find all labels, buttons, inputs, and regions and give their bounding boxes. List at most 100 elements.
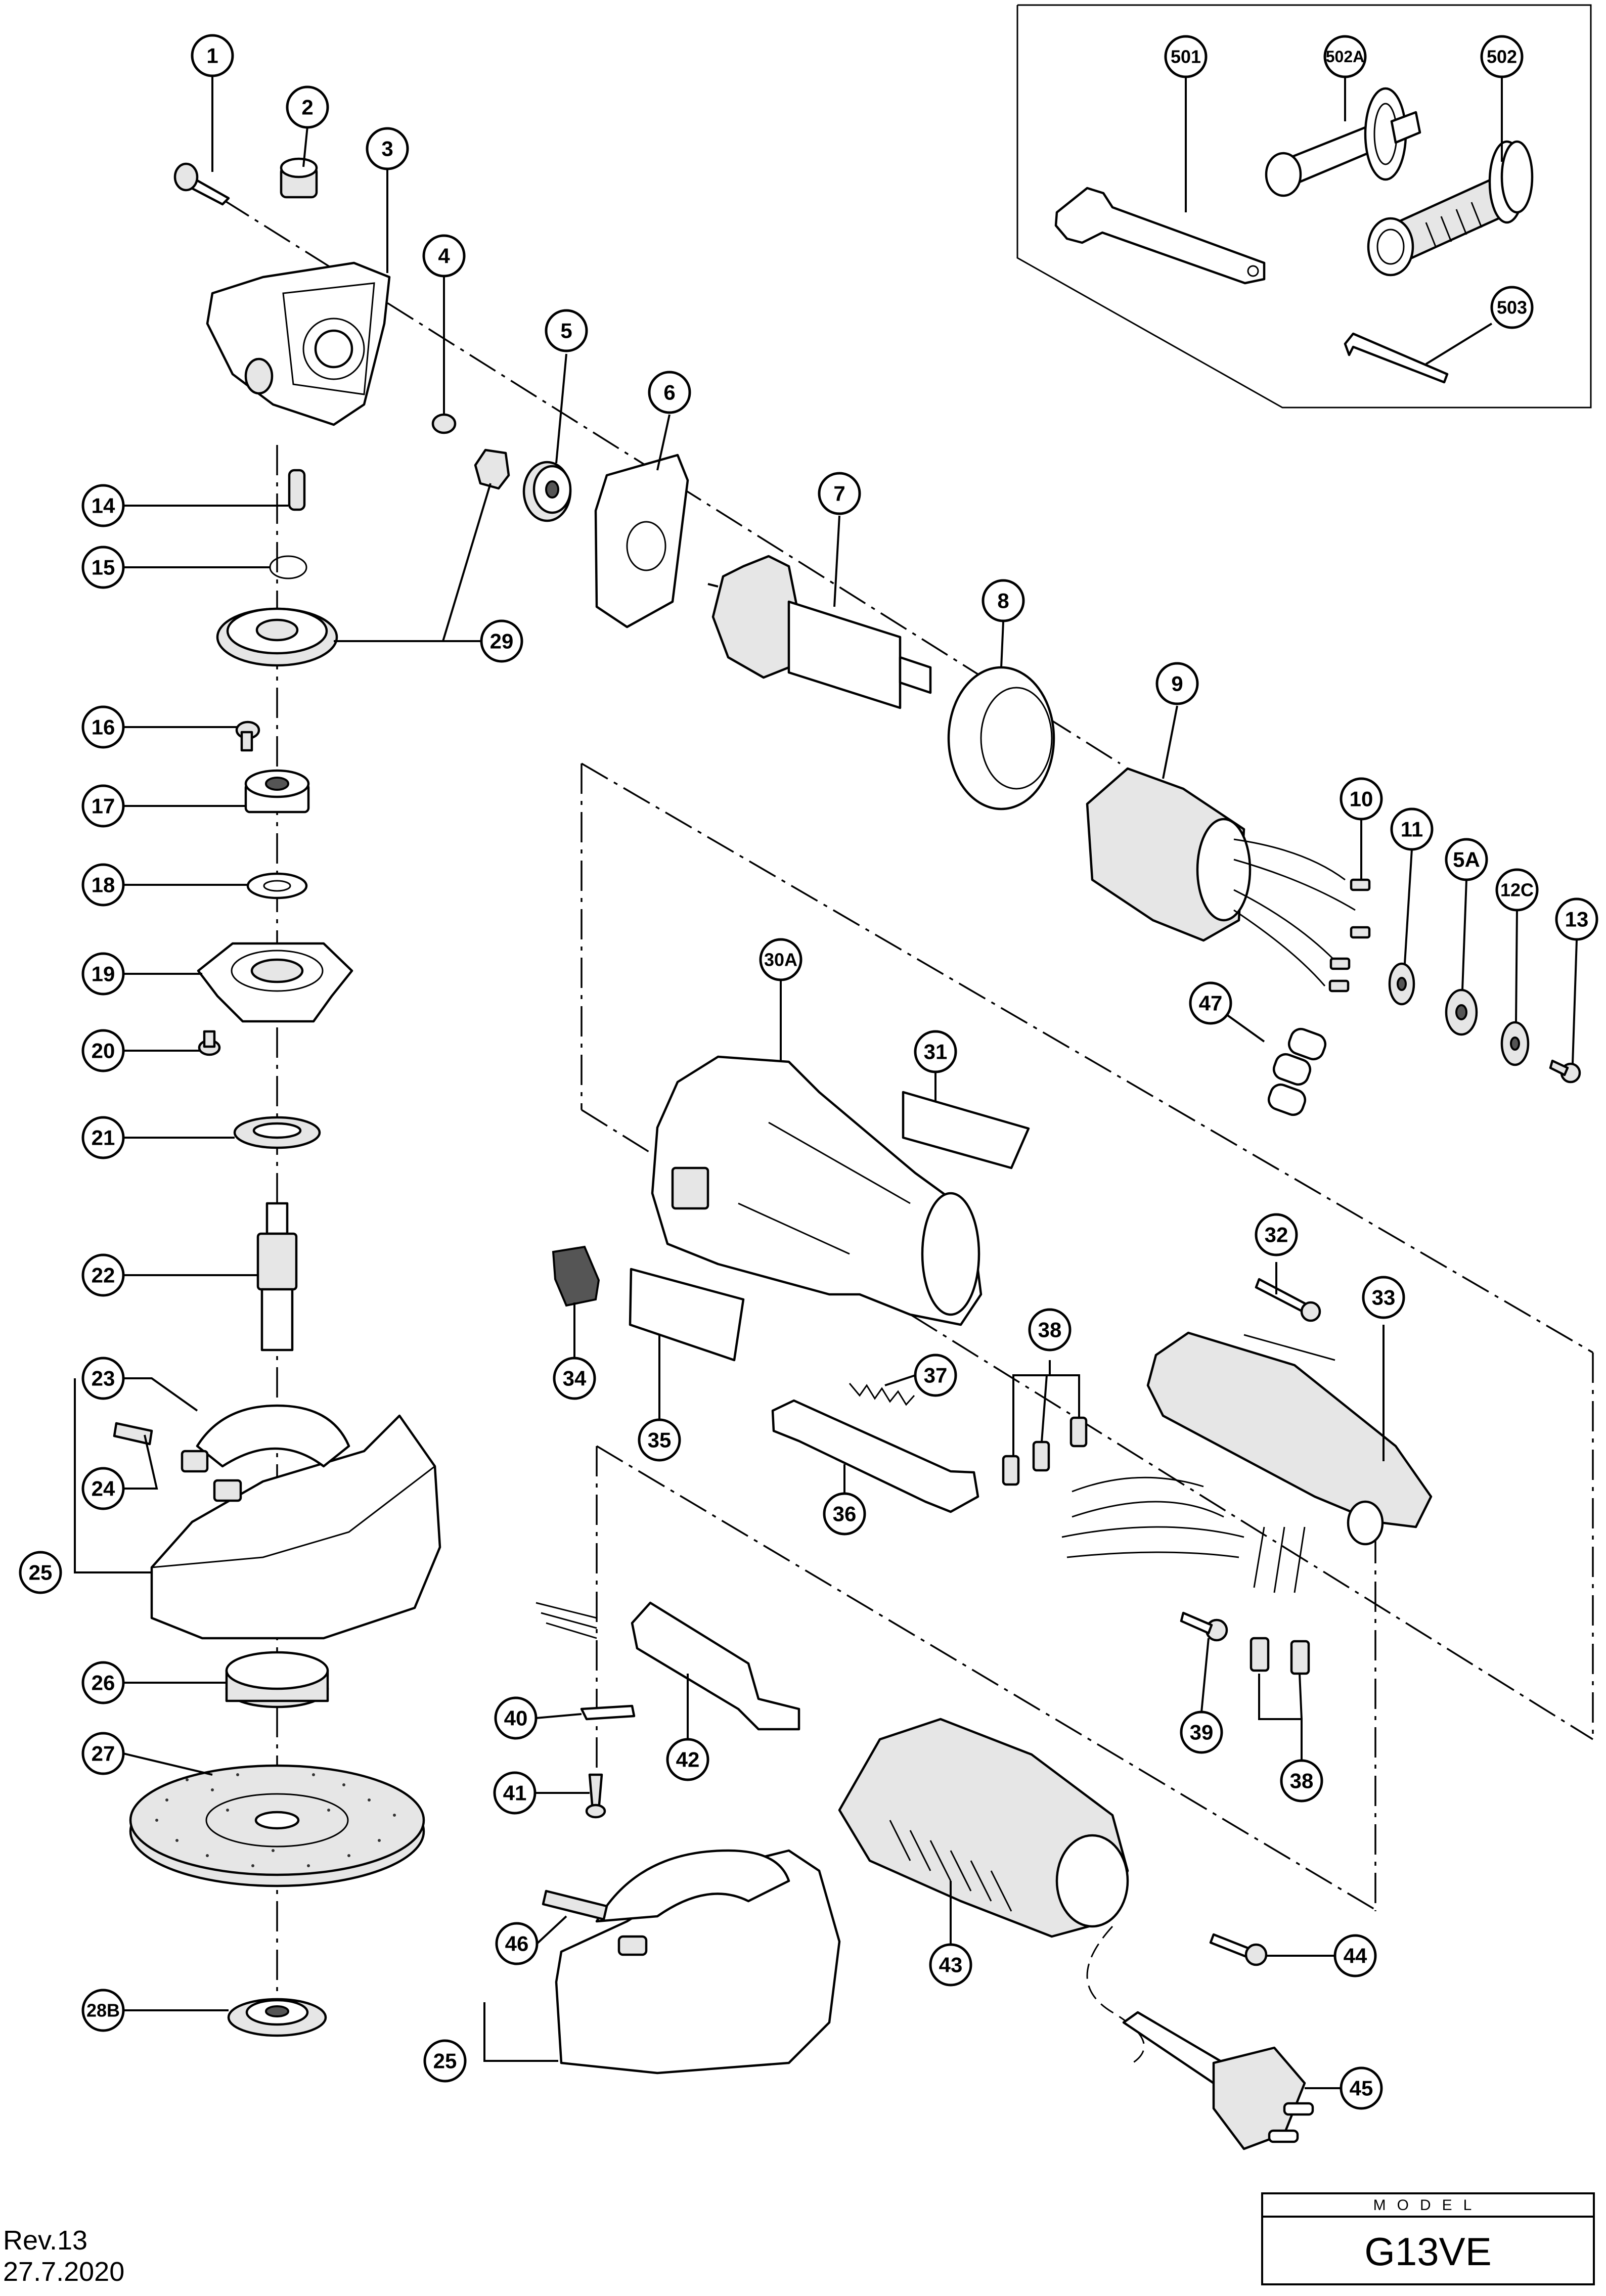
callout-42: 42 bbox=[666, 1738, 709, 1781]
svg-text:6: 6 bbox=[663, 381, 675, 404]
svg-text:11: 11 bbox=[1401, 818, 1423, 841]
callout-25-lower: 25 bbox=[423, 2039, 467, 2083]
callout-3: 3 bbox=[366, 127, 409, 170]
wrench-part bbox=[1054, 187, 1266, 285]
callout-16: 16 bbox=[81, 705, 125, 749]
callout-25: 25 bbox=[19, 1551, 62, 1594]
callout-502: 502 bbox=[1480, 35, 1524, 78]
svg-text:28B: 28B bbox=[86, 2000, 120, 2021]
hex-key-part bbox=[1344, 332, 1449, 384]
svg-text:15: 15 bbox=[92, 556, 115, 579]
side-grip-502a bbox=[1265, 87, 1421, 197]
callout-26: 26 bbox=[81, 1661, 125, 1704]
cord-and-tail-assembly bbox=[536, 1601, 1314, 2150]
callout-4: 4 bbox=[422, 234, 466, 278]
callout-10: 10 bbox=[1340, 777, 1383, 821]
svg-text:39: 39 bbox=[1190, 1721, 1214, 1744]
svg-text:10: 10 bbox=[1350, 787, 1373, 811]
svg-text:35: 35 bbox=[648, 1428, 672, 1452]
svg-text:40: 40 bbox=[504, 1706, 528, 1730]
svg-text:502A: 502A bbox=[1326, 48, 1365, 66]
callout-503: 503 bbox=[1490, 286, 1534, 329]
svg-text:23: 23 bbox=[92, 1367, 115, 1390]
model-name: G13VE bbox=[1364, 2229, 1492, 2274]
svg-text:20: 20 bbox=[92, 1039, 115, 1063]
svg-text:22: 22 bbox=[92, 1264, 115, 1287]
svg-text:25: 25 bbox=[433, 2049, 457, 2073]
callout-501: 501 bbox=[1164, 35, 1208, 78]
callout-19: 19 bbox=[81, 952, 125, 996]
callout-20: 20 bbox=[81, 1029, 125, 1072]
svg-text:34: 34 bbox=[563, 1367, 587, 1390]
callout-1: 1 bbox=[191, 34, 234, 77]
armature-assembly bbox=[522, 454, 1581, 1116]
callout-2: 2 bbox=[286, 85, 329, 129]
callout-41: 41 bbox=[493, 1771, 537, 1815]
svg-text:2: 2 bbox=[301, 96, 313, 119]
svg-text:41: 41 bbox=[503, 1781, 527, 1805]
callout-44: 44 bbox=[1333, 1934, 1377, 1977]
callout-27: 27 bbox=[81, 1732, 125, 1775]
svg-text:9: 9 bbox=[1171, 672, 1183, 696]
svg-text:16: 16 bbox=[92, 715, 115, 739]
svg-text:38: 38 bbox=[1038, 1318, 1062, 1342]
callout-36: 36 bbox=[823, 1492, 866, 1536]
svg-text:37: 37 bbox=[924, 1364, 948, 1387]
svg-text:5: 5 bbox=[560, 319, 572, 343]
model-label: MODEL bbox=[1263, 2194, 1593, 2218]
callout-6: 6 bbox=[648, 371, 691, 414]
svg-text:44: 44 bbox=[1344, 1944, 1367, 1968]
callout-39: 39 bbox=[1180, 1710, 1223, 1754]
svg-text:25: 25 bbox=[29, 1561, 53, 1585]
svg-text:501: 501 bbox=[1171, 47, 1201, 67]
callout-502a: 502A bbox=[1323, 35, 1367, 78]
svg-text:36: 36 bbox=[833, 1502, 857, 1526]
svg-text:7: 7 bbox=[833, 482, 845, 506]
callout-13: 13 bbox=[1555, 897, 1598, 941]
callout-22: 22 bbox=[81, 1253, 125, 1297]
gear-head-assembly bbox=[113, 157, 510, 2037]
model-box: MODEL G13VE bbox=[1261, 2192, 1595, 2285]
svg-text:45: 45 bbox=[1350, 2077, 1373, 2100]
callout-34: 34 bbox=[553, 1357, 596, 1400]
callout-38-lower: 38 bbox=[1280, 1759, 1323, 1803]
callout-8: 8 bbox=[982, 579, 1025, 622]
svg-text:24: 24 bbox=[92, 1477, 115, 1501]
callout-9: 9 bbox=[1155, 662, 1199, 705]
svg-text:21: 21 bbox=[92, 1126, 115, 1150]
svg-text:38: 38 bbox=[1290, 1769, 1314, 1793]
callout-11: 11 bbox=[1390, 807, 1434, 851]
callout-37: 37 bbox=[914, 1354, 957, 1397]
svg-text:502: 502 bbox=[1487, 47, 1517, 67]
callout-5a: 5A bbox=[1445, 838, 1488, 881]
callout-28b: 28B bbox=[81, 1989, 125, 2032]
svg-text:43: 43 bbox=[939, 1953, 963, 1977]
revision-block: Rev.13 27.7.2020 bbox=[3, 2225, 124, 2287]
callout-14: 14 bbox=[81, 484, 125, 527]
svg-text:5A: 5A bbox=[1453, 848, 1480, 872]
svg-text:14: 14 bbox=[92, 494, 115, 518]
svg-text:17: 17 bbox=[92, 794, 115, 818]
svg-text:13: 13 bbox=[1565, 908, 1589, 931]
svg-text:1: 1 bbox=[206, 44, 218, 68]
svg-text:503: 503 bbox=[1497, 297, 1527, 318]
callout-24: 24 bbox=[81, 1467, 125, 1510]
svg-text:32: 32 bbox=[1265, 1223, 1288, 1247]
svg-text:18: 18 bbox=[92, 873, 115, 897]
svg-text:27: 27 bbox=[92, 1742, 115, 1766]
accessory-inset bbox=[1016, 4, 1592, 409]
callout-23: 23 bbox=[81, 1357, 125, 1400]
svg-text:19: 19 bbox=[92, 962, 115, 986]
callout-21: 21 bbox=[81, 1116, 125, 1159]
callout-5: 5 bbox=[545, 309, 588, 352]
callout-47: 47 bbox=[1189, 981, 1232, 1025]
side-grip-502 bbox=[1367, 140, 1534, 277]
callout-45: 45 bbox=[1340, 2066, 1383, 2110]
svg-text:29: 29 bbox=[490, 629, 514, 653]
callout-32: 32 bbox=[1255, 1213, 1298, 1256]
leader-lines bbox=[74, 76, 1578, 2089]
revision-number: Rev.13 bbox=[3, 2225, 88, 2256]
svg-text:47: 47 bbox=[1199, 992, 1223, 1015]
svg-text:26: 26 bbox=[92, 1671, 115, 1695]
svg-text:12C: 12C bbox=[1500, 880, 1534, 901]
